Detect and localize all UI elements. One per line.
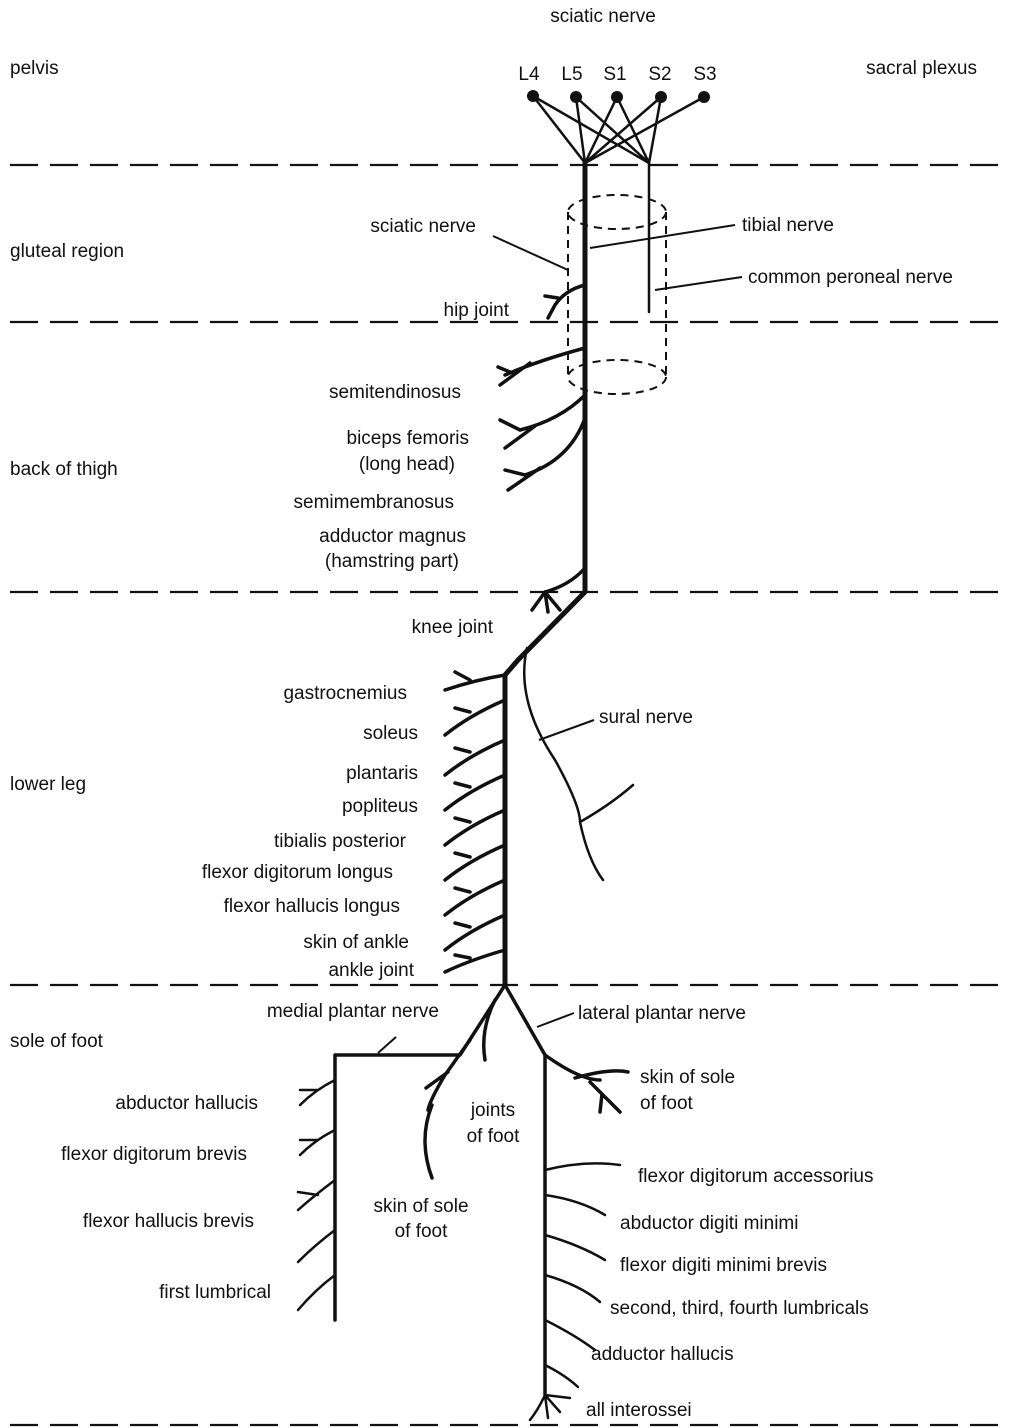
branch-label-flexor-digiti-minimi-brevis: flexor digiti minimi brevis [620,1255,827,1276]
region-label-gluteal: gluteal region [10,241,124,262]
branch-label-plantaris: plantaris [346,763,418,784]
medial-branch-labels: abductor hallucis flexor digitorum brevi… [61,1093,271,1303]
root-labels: L4 L5 S1 S2 S3 [518,64,716,85]
branch-label-biceps-femoris: biceps femoris [347,428,470,449]
region-dividers [10,165,1010,1425]
lateral-skin-sole-line1: skin of sole [640,1067,735,1088]
medial-skin-sole-line1: skin of sole [373,1196,468,1217]
branch-label-long-head: (long head) [359,454,455,475]
branch-label-tibialis-posterior: tibialis posterior [274,831,407,852]
branch-label-abductor-digiti-minimi: abductor digiti minimi [620,1213,798,1234]
sacral-plexus-roots [533,96,704,163]
lateral-plantar-nerve-label: lateral plantar nerve [578,1003,746,1024]
medial-plantar-nerve-label: medial plantar nerve [267,1001,439,1022]
branch-label-lumbricals: second, third, fourth lumbricals [610,1298,869,1319]
root-label-s1: S1 [603,64,626,85]
region-label-sole-of-foot: sole of foot [10,1031,104,1052]
branch-label-skin-of-ankle: skin of ankle [303,932,409,953]
hip-joint-label: hip joint [444,300,510,321]
medial-plantar-branches [298,1080,335,1310]
leader-lines [378,225,742,1053]
hip-joint-branch [545,285,585,318]
branch-label-semitendinosus: semitendinosus [329,382,461,403]
ankle-joint-label: ankle joint [328,960,414,981]
common-peroneal-nerve-label: common peroneal nerve [748,267,953,288]
knee-joint-label: knee joint [412,617,494,638]
sural-nerve-label: sural nerve [599,707,693,728]
lateral-skin-sole-line2: of foot [640,1093,694,1114]
branch-label-flexor-hallucis-brevis: flexor hallucis brevis [83,1211,254,1232]
sural-nerve-line [524,648,633,880]
plantar-nerves [335,985,628,1395]
branch-label-adductor-magnus: adductor magnus [319,526,466,547]
thigh-branch-labels: semitendinosus biceps femoris (long head… [294,382,470,572]
joints-of-foot-line1: joints [470,1100,515,1121]
branch-label-flexor-hallucis-longus: flexor hallucis longus [224,896,400,917]
region-label-back-of-thigh: back of thigh [10,459,118,480]
branch-label-first-lumbrical: first lumbrical [159,1282,271,1303]
sciatic-tibial-trunk [505,163,585,985]
lateral-branch-labels: flexor digitorum accessorius abductor di… [586,1166,873,1421]
branch-label-all-interossei: all interossei [586,1400,692,1421]
region-label-lower-leg: lower leg [10,774,86,795]
root-label-l4: L4 [518,64,540,85]
leg-branch-labels: gastrocnemius soleus plantaris popliteus… [202,683,418,953]
branch-label-soleus: soleus [363,723,418,744]
region-label-sacral-plexus: sacral plexus [866,58,977,79]
leg-branches [445,672,505,972]
branch-label-flexor-digitorum-brevis: flexor digitorum brevis [61,1144,247,1165]
tibial-nerve-label: tibial nerve [742,215,834,236]
branch-label-popliteus: popliteus [342,796,418,817]
branch-label-flexor-digitorum-accessorius: flexor digitorum accessorius [638,1166,873,1187]
branch-label-abductor-hallucis: abductor hallucis [115,1093,258,1114]
root-label-s3: S3 [693,64,716,85]
medial-skin-sole-line2: of foot [395,1221,449,1242]
sciatic-nerve-label: sciatic nerve [370,216,476,237]
diagram-title: sciatic nerve [550,6,656,27]
branch-label-semimembranosus: semimembranosus [294,492,455,513]
branch-label-hamstring-part: (hamstring part) [325,551,459,572]
root-label-s2: S2 [648,64,671,85]
region-label-pelvis: pelvis [10,58,59,79]
joints-of-foot-line2: of foot [467,1126,521,1147]
branch-label-adductor-hallucis: adductor hallucis [591,1344,734,1365]
branch-label-flexor-digitorum-longus: flexor digitorum longus [202,862,393,883]
branch-label-gastrocnemius: gastrocnemius [283,683,407,704]
root-label-l5: L5 [561,64,582,85]
thigh-branches [498,348,585,612]
